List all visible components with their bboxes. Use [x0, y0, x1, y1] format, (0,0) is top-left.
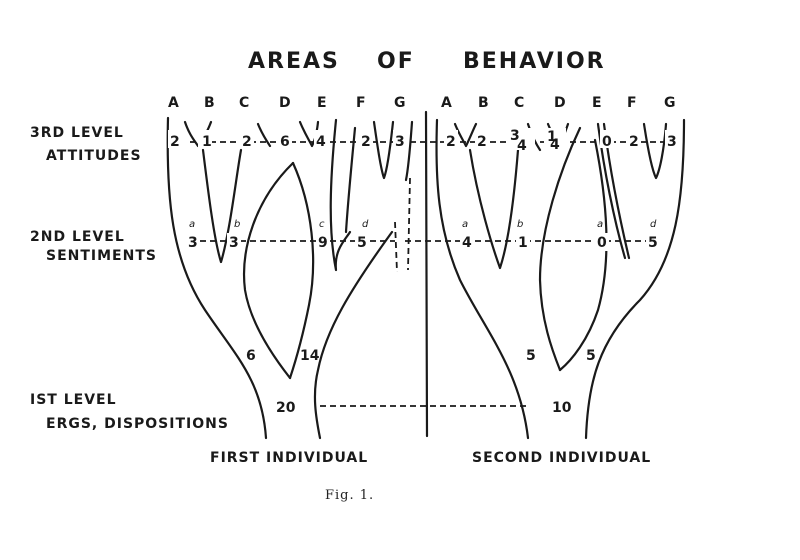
- first-lens-left: [243, 161, 295, 380]
- first-attitude-c: 2: [242, 134, 252, 150]
- second-trunk-left-outer: [435, 118, 530, 440]
- column-label-first-f: F: [356, 95, 366, 111]
- column-label-second-c: C: [514, 95, 524, 111]
- first-individual-values: 2 1 2 6 4 2 3 a b c d 3 3 9 5 6 14 20: [168, 130, 407, 416]
- first-branch-f-notch: [344, 126, 357, 234]
- second-sentiment-letter-c: a: [597, 219, 603, 230]
- footer-first-individual: FIRST INDIVIDUAL: [210, 450, 368, 466]
- first-disposition-right: 14: [300, 348, 320, 364]
- level-first-subheading: ERGS, DISPOSITIONS: [46, 416, 229, 432]
- column-label-first-d: D: [279, 95, 291, 111]
- first-trunk-right-outer: [313, 230, 394, 440]
- second-attitude-b: 2: [477, 134, 487, 150]
- first-branch-b-c: [201, 148, 243, 264]
- column-label-first-e: E: [317, 95, 327, 111]
- second-attitude-d: 4: [550, 137, 560, 153]
- second-sentiment-c: 0: [597, 235, 607, 251]
- level-third-subheading: ATTITUDES: [46, 148, 142, 164]
- individual-divider: [424, 110, 429, 438]
- first-individual-tree: [166, 116, 414, 440]
- column-label-first-c: C: [239, 95, 249, 111]
- first-attitude-g: 3: [395, 134, 405, 150]
- level-third-heading: 3RD LEVEL: [30, 125, 124, 141]
- first-disposition-total: 20: [276, 400, 296, 416]
- first-attitude-d: 6: [280, 134, 290, 150]
- second-lens-right: [558, 138, 608, 372]
- second-attitude-e: 0: [602, 134, 612, 150]
- second-disposition-left: 5: [526, 348, 536, 364]
- second-sentiment-b: 1: [518, 235, 528, 251]
- column-label-first-a: A: [168, 95, 179, 111]
- second-individual-values: 2 2 3 4 1 4 0 2 3 a b a d 4 1 0 5 5 5 10: [444, 128, 679, 416]
- second-inner-curve: [538, 126, 582, 372]
- first-dashed-f: [394, 221, 398, 273]
- first-attitude-a: 2: [170, 134, 180, 150]
- second-attitude-c-overwritten: 3: [510, 128, 520, 144]
- title-word-behavior: BEHAVIOR: [463, 49, 606, 74]
- second-branch-a-b: [453, 122, 478, 148]
- first-sentiment-letter-b: b: [234, 219, 240, 230]
- title-word-areas: AREAS: [248, 49, 340, 74]
- title-word-of: OF: [377, 49, 415, 74]
- first-disposition-left: 6: [246, 348, 256, 364]
- first-lens-right: [288, 161, 315, 380]
- second-disposition-right: 5: [586, 348, 596, 364]
- level-second-heading: 2ND LEVEL: [30, 229, 125, 245]
- column-label-first-g: G: [394, 95, 406, 111]
- second-attitude-c: 4: [517, 138, 527, 154]
- second-sentiment-letter-b: b: [517, 219, 523, 230]
- second-individual-tree: [435, 118, 686, 440]
- figure-caption: Fig. 1.: [325, 488, 374, 503]
- second-attitude-f: 2: [629, 134, 639, 150]
- second-sentiment-letter-d: d: [650, 219, 657, 230]
- first-sentiment-d: 5: [357, 235, 367, 251]
- column-label-second-g: G: [664, 95, 676, 111]
- first-branch-g: [404, 120, 414, 182]
- level-second-subheading: SENTIMENTS: [46, 248, 157, 264]
- column-label-second-d: D: [554, 95, 566, 111]
- first-sentiment-letter-c: c: [319, 219, 325, 230]
- column-label-first-b: B: [204, 95, 215, 111]
- first-sentiment-letter-a: a: [189, 219, 195, 230]
- first-branch-c-d-notch: [256, 122, 272, 148]
- column-label-second-a: A: [441, 95, 452, 111]
- second-sentiment-letter-a: a: [462, 219, 468, 230]
- second-branch-fg: [642, 122, 668, 180]
- second-branch-b-c: [468, 148, 520, 270]
- column-label-second-f: F: [627, 95, 637, 111]
- first-sentiment-b: 3: [229, 235, 239, 251]
- column-label-second-e: E: [592, 95, 602, 111]
- first-attitude-f: 2: [361, 134, 371, 150]
- first-branch-fg: [372, 120, 395, 180]
- second-trunk-right-outer: [584, 118, 686, 440]
- second-disposition-total: 10: [552, 400, 572, 416]
- first-sentiment-c: 9: [318, 235, 328, 251]
- second-attitude-g: 3: [667, 134, 677, 150]
- first-trunk-left-outer: [166, 116, 268, 440]
- second-attitude-d-overwritten: 1: [547, 129, 557, 145]
- second-sentiment-a: 4: [462, 235, 472, 251]
- column-label-second-b: B: [478, 95, 489, 111]
- first-sentiment-a: 3: [188, 235, 198, 251]
- second-attitude-a: 2: [446, 134, 456, 150]
- first-attitude-b: 1: [202, 134, 212, 150]
- first-attitude-e: 4: [316, 134, 326, 150]
- first-dashed-g: [407, 177, 411, 271]
- first-inner-line: [329, 118, 352, 272]
- level-first-heading: IST LEVEL: [30, 392, 117, 408]
- first-sentiment-letter-d: d: [362, 219, 369, 230]
- second-sentiment-d: 5: [648, 235, 658, 251]
- footer-second-individual: SECOND INDIVIDUAL: [472, 450, 651, 466]
